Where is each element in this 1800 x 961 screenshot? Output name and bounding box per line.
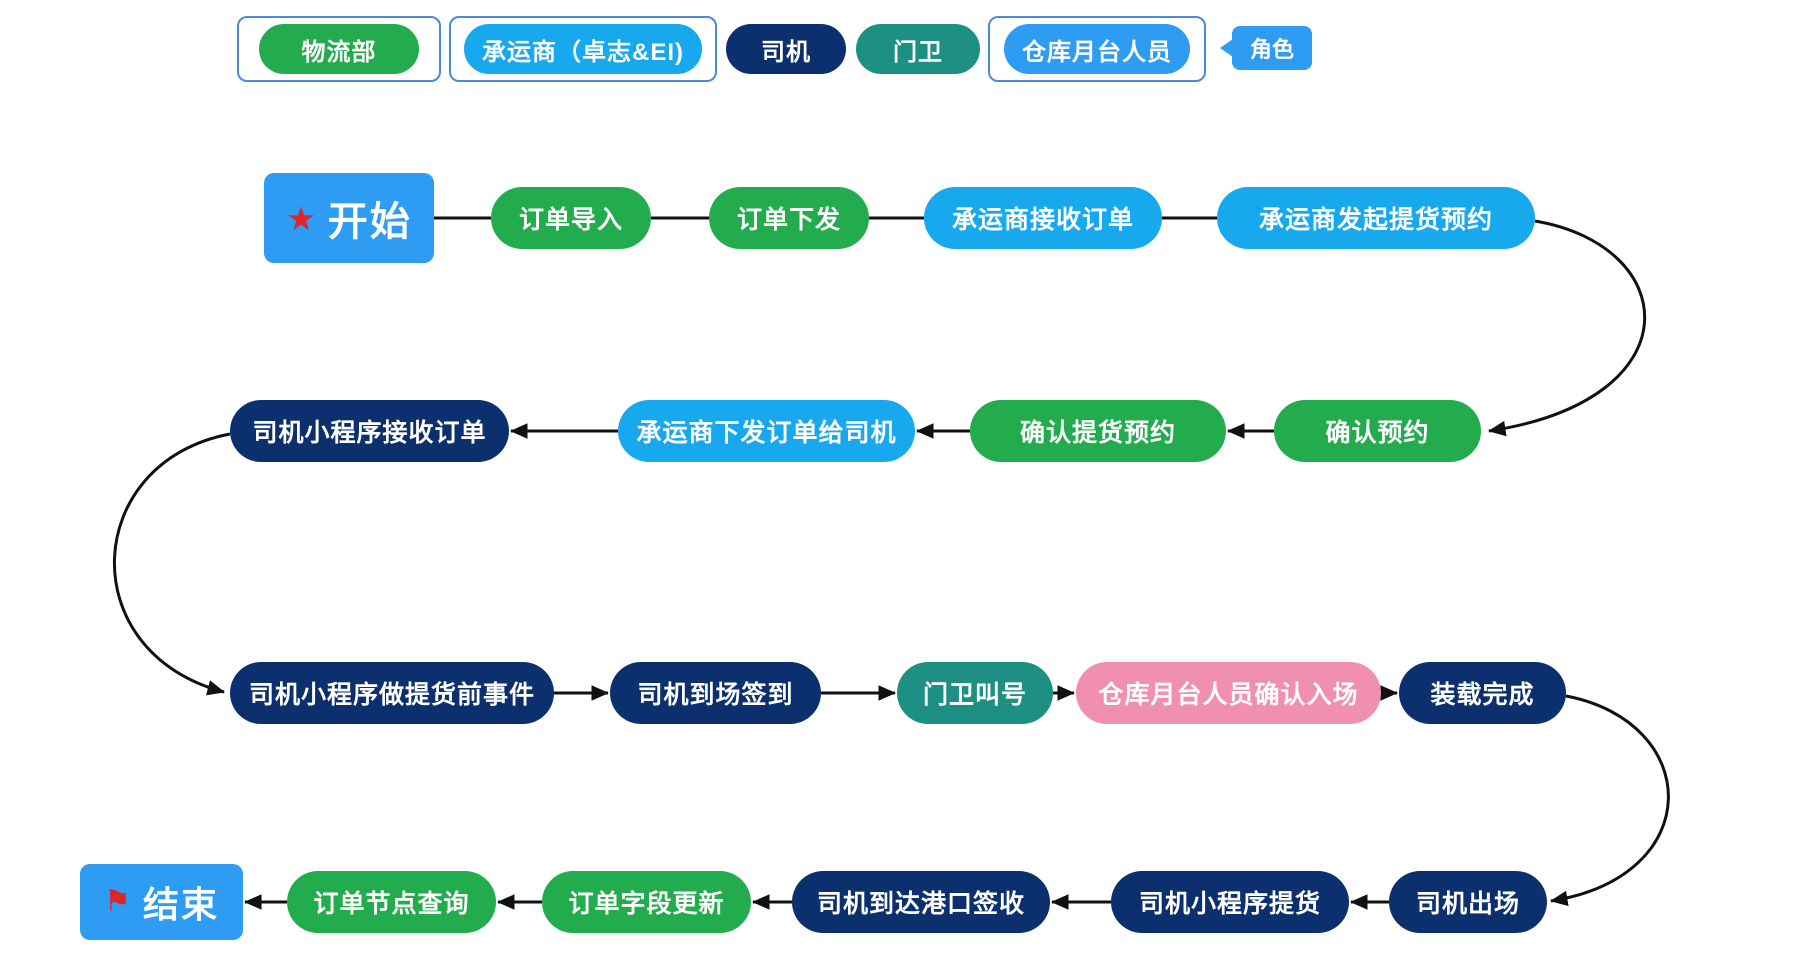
node-carrier-assign-order-to-driver: 承运商下发订单给司机 <box>618 400 915 462</box>
star-icon: ★ <box>286 199 318 237</box>
node-start-label: 开始 <box>327 200 412 244</box>
node-end-label: 结束 <box>142 884 219 925</box>
connector-curve-right-2 <box>1550 694 1670 907</box>
node-carrier-receive-order: 承运商接收订单 <box>924 187 1162 249</box>
role-driver: 司机 <box>726 24 846 74</box>
node-driver-app-pickup: 司机小程序提货 <box>1111 871 1349 933</box>
role-box-dock-staff: 仓库月台人员 <box>988 16 1206 82</box>
node-confirm-pickup-booking: 确认提货预约 <box>970 400 1226 462</box>
role-dock-staff: 仓库月台人员 <box>1004 24 1190 74</box>
node-start: ★ 开始 <box>264 173 434 263</box>
role-tag: 角色 <box>1220 26 1313 70</box>
connector-curve-right-1 <box>1488 219 1647 437</box>
node-order-import: 订单导入 <box>491 187 651 249</box>
role-box-logistics: 物流部 <box>237 16 441 82</box>
node-order-node-query: 订单节点查询 <box>287 871 496 933</box>
tag-tail-icon <box>1220 39 1233 57</box>
role-box-carrier: 承运商（卓志&EI) <box>449 16 717 82</box>
node-driver-app-receive-order: 司机小程序接收订单 <box>230 400 509 462</box>
role-logistics: 物流部 <box>259 24 419 74</box>
role-gatekeeper: 门卫 <box>856 24 980 74</box>
node-carrier-initiate-pickup-booking: 承运商发起提货预约 <box>1217 187 1535 249</box>
node-loading-complete: 装载完成 <box>1399 662 1566 724</box>
node-confirm-booking: 确认预约 <box>1274 400 1481 462</box>
node-gate-call-number: 门卫叫号 <box>897 662 1053 724</box>
node-driver-checkin: 司机到场签到 <box>610 662 821 724</box>
node-order-field-update: 订单字段更新 <box>542 871 751 933</box>
role-tag-label: 角色 <box>1250 37 1295 62</box>
node-order-dispatch: 订单下发 <box>709 187 869 249</box>
node-end: ⚑ 结束 <box>80 864 243 940</box>
node-driver-app-pre-pickup-events: 司机小程序做提货前事件 <box>230 662 554 724</box>
flag-icon: ⚑ <box>104 885 133 918</box>
node-dock-staff-confirm-entry: 仓库月台人员确认入场 <box>1076 662 1381 724</box>
node-driver-exit: 司机出场 <box>1389 871 1547 933</box>
role-carrier: 承运商（卓志&EI) <box>464 24 702 74</box>
connector-curve-left <box>112 432 231 696</box>
node-driver-arrive-port-sign: 司机到达港口签收 <box>792 871 1050 933</box>
